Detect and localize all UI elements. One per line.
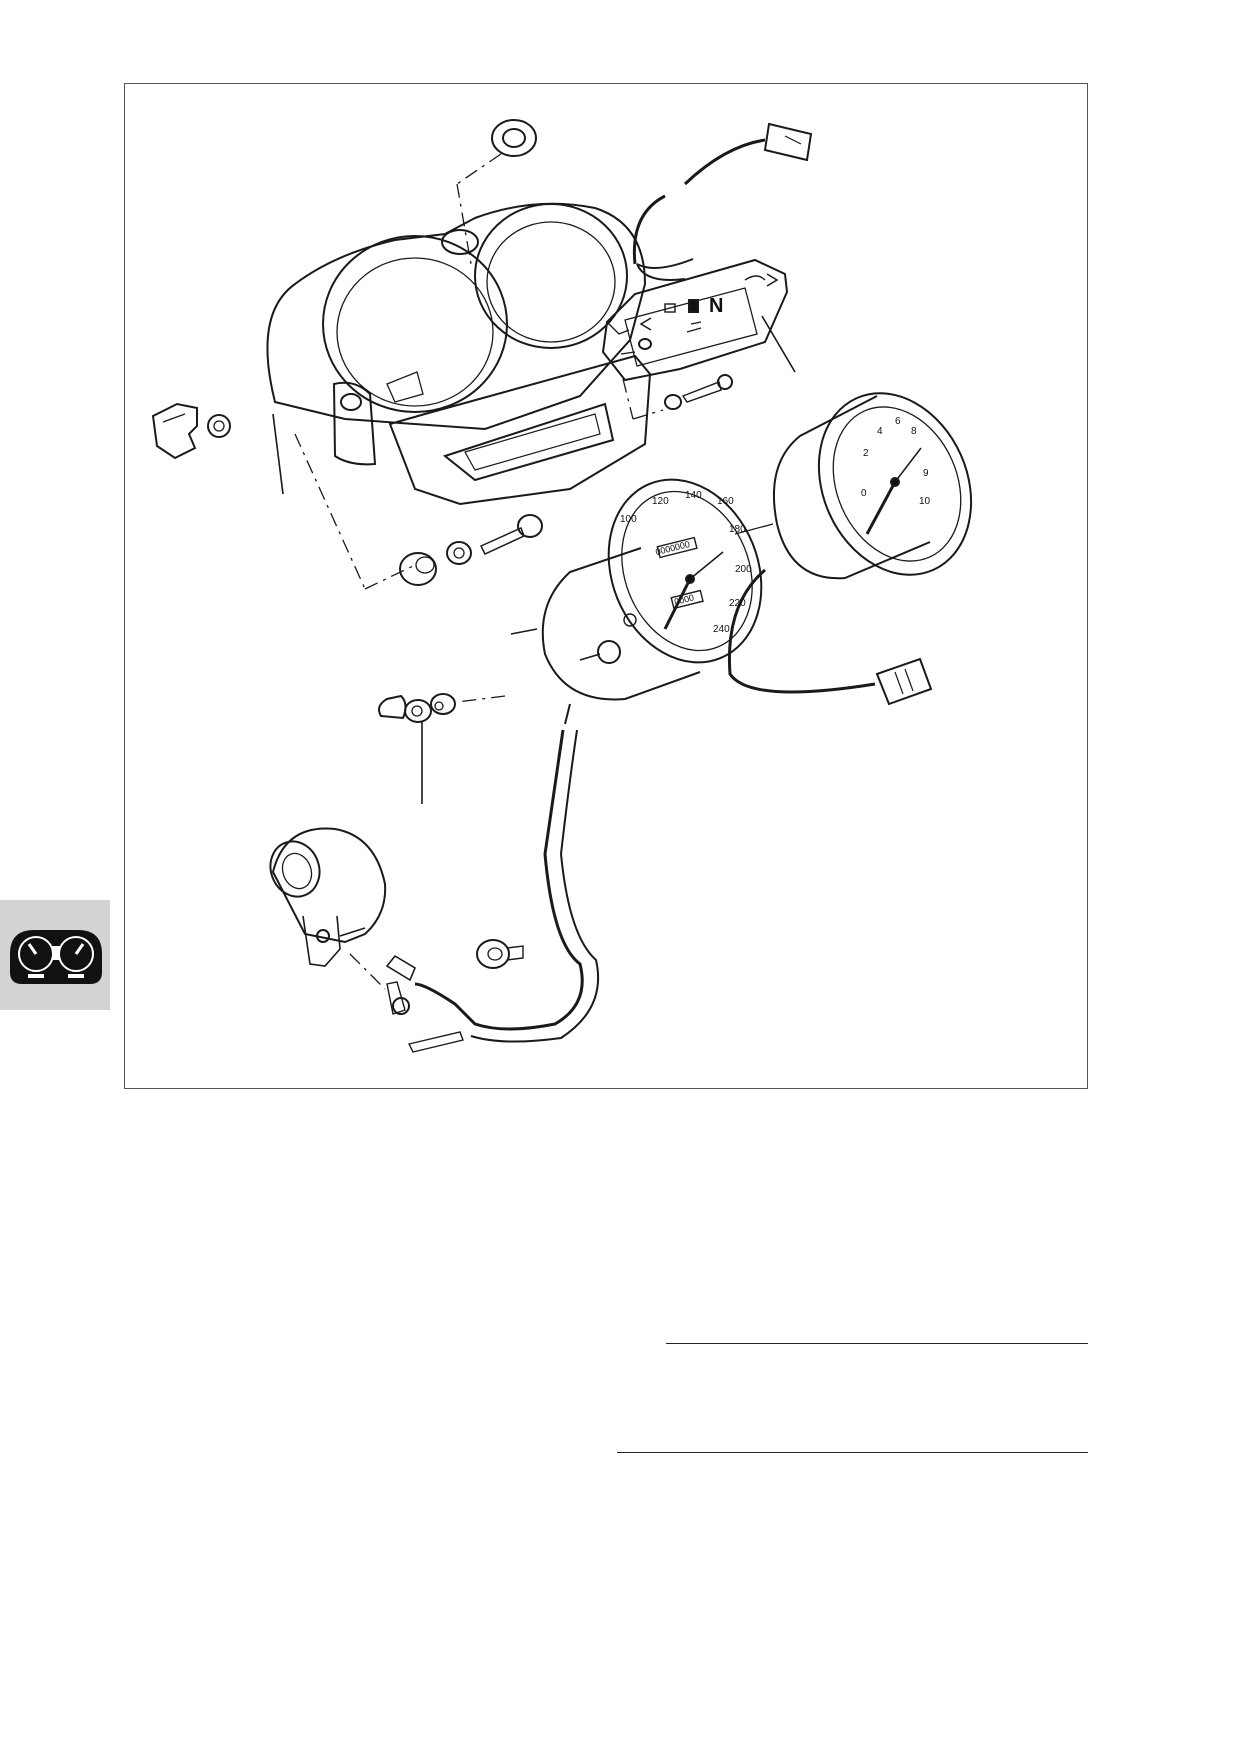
speedometer-scale-label: 160: [717, 496, 734, 507]
tachometer-scale-label: 10: [919, 496, 931, 507]
tachometer-scale: 0 2 4 6 8 9 10: [861, 416, 931, 507]
speedometer-scale-label: 120: [652, 496, 669, 507]
tachometer-scale-label: 2: [863, 448, 869, 459]
section-tab: [0, 900, 110, 1010]
tachometer-scale-label: 8: [911, 426, 917, 437]
tachometer-scale-label: 0: [861, 488, 867, 499]
speedometer-scale-label: 100: [620, 514, 637, 525]
speedometer-scale-label: 240: [713, 624, 730, 635]
speedometer-nut-washer: [378, 693, 456, 723]
tachometer: [727, 392, 973, 706]
speedometer-scale-label: 180: [729, 524, 746, 535]
warning-unit-screw: [664, 374, 733, 410]
text-rule: [617, 1452, 1088, 1453]
speedometer-scale-label: 200: [735, 564, 752, 575]
text-rule: [666, 1343, 1088, 1344]
mounting-clip: [151, 402, 231, 460]
neutral-indicator-label: N: [709, 295, 723, 317]
instrument-housing: [266, 202, 652, 506]
speedometer: [510, 478, 763, 701]
tachometer-scale-label: 6: [895, 416, 901, 427]
exploded-view-figure: N: [124, 83, 1088, 1089]
speedometer-scale-label: 220: [729, 598, 746, 609]
cable-clip: [476, 939, 524, 969]
speedometer-cable: [385, 703, 600, 1043]
mounting-hardware: [399, 514, 543, 586]
speedometer-scale-label: 140: [685, 490, 702, 501]
instrument-cluster-icon: [10, 930, 102, 984]
tachometer-scale-label: 4: [877, 426, 883, 437]
speedometer-drive: [269, 827, 464, 1053]
speedometer-trip: 0000: [673, 592, 695, 607]
grommet: [491, 119, 537, 157]
warning-light-unit: N: [601, 258, 789, 382]
tachometer-scale-label: 9: [923, 468, 929, 479]
wiring-harness: [632, 122, 813, 281]
